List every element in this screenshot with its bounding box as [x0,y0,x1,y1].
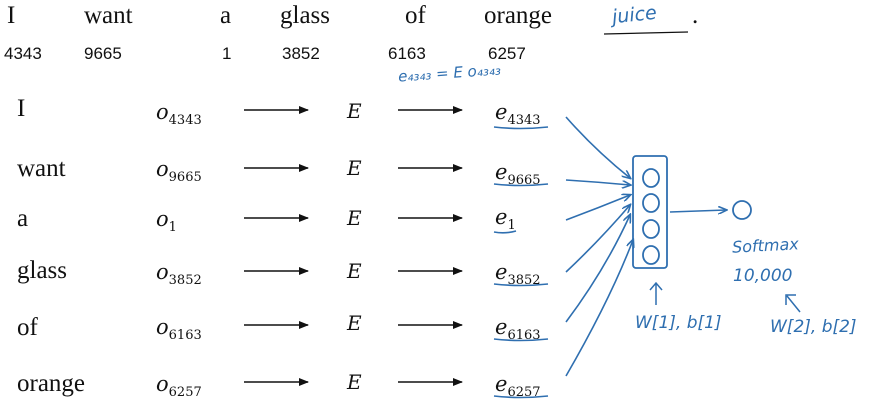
vocab-size-label: 10,000 [733,266,793,286]
onehot-vector: o6163 [156,315,202,344]
hidden-params-label: W[1], b[1] [635,313,722,333]
row-word: a [17,205,29,232]
target-word-underline [603,31,689,35]
embedding-vector: e1 [495,205,516,234]
input-arrow [565,179,630,185]
embedding-matrix: E [347,206,362,230]
row-word: I [17,95,26,122]
hidden-unit [642,219,660,239]
row-word: glass [17,257,67,284]
softmax-node [732,200,752,220]
row-word: orange [17,370,86,397]
hidden-layer-box [632,155,668,269]
hidden-unit [642,168,660,188]
embedding-matrix: E [347,259,362,283]
hidden-params-pointer [649,281,663,305]
embedding-underline [493,230,517,234]
sentence-word-want: want [84,2,133,29]
embedding-matrix: E [347,370,362,394]
index-want: 9665 [84,44,122,63]
embedding-vector: e4343 [495,100,541,129]
input-arrow [565,116,630,178]
index-glass: 3852 [282,44,320,63]
sentence-end-period: . [692,2,699,29]
embedding-vector: e6163 [495,315,541,344]
softmax-params-label: W[2], b[2] [770,317,857,337]
sentence-word-orange: orange [484,2,553,29]
embedding-matrix: E [347,311,362,335]
embedding-underline [493,126,549,130]
onehot-vector: o6257 [156,372,202,401]
row-word: of [17,314,38,341]
onehot-vector: o4343 [156,100,202,129]
input-arrow [565,195,630,221]
embedding-underline [493,338,549,342]
embedding-underlines [493,126,549,399]
sentence-word-a: a [220,2,232,29]
index-a: 1 [222,44,232,63]
index-i: 4343 [4,44,42,63]
embedding-underline [493,183,549,187]
embedding-underline [493,395,549,399]
hidden-to-softmax-arrow [669,210,726,212]
input-arrow [565,215,630,323]
index-of: 6163 [388,44,426,63]
row-word: want [17,155,66,182]
input-arrow [565,240,633,377]
softmax-params-pointer [785,294,801,313]
input-arrow [565,205,630,273]
index-orange: 6257 [488,44,526,63]
mapping-arrows [244,106,463,386]
sentence-word-i: I [7,2,16,29]
embedding-matrix: E [347,99,362,123]
embedding-matrix: E [347,156,362,180]
hidden-unit [642,245,660,265]
hidden-layer [632,155,668,269]
onehot-vector: o1 [156,207,177,236]
onehot-vector: o9665 [156,157,202,186]
embedding-underline [493,283,549,287]
sentence-word-of: of [405,2,426,29]
hidden-unit [642,193,660,213]
embedding-to-hidden-arrows [565,116,633,377]
onehot-vector: o3852 [156,260,202,289]
sentence-word-glass: glass [280,2,330,29]
